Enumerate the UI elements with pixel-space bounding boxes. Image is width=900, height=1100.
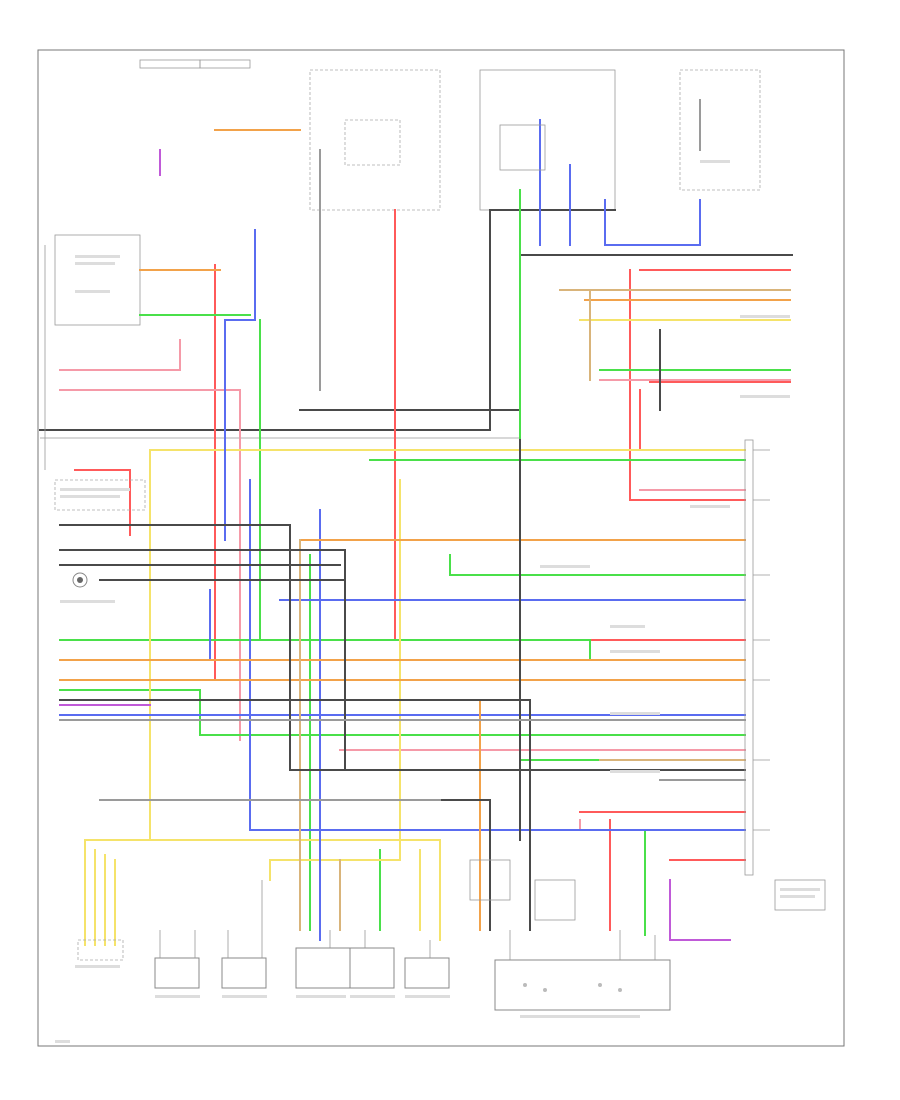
ecm-connector: [744, 439, 826, 911]
label-mark: [740, 395, 790, 398]
diagnostic-connector-box: [54, 234, 141, 326]
top-black-bus: [299, 254, 793, 411]
top-stub-blue-3: [604, 199, 701, 246]
wire-pink-1: [59, 339, 181, 371]
label-mark: [60, 495, 120, 498]
label-mark: [75, 965, 120, 968]
ignition-switch-box: [344, 119, 401, 166]
label-mark: [75, 290, 110, 293]
label-mark: [690, 505, 730, 508]
wire-violet-1: [669, 879, 731, 941]
wire-green-6: [59, 689, 746, 736]
label-mark: [610, 650, 660, 653]
park-neutral-switch-component: [494, 959, 671, 1011]
label-mark: [75, 262, 115, 265]
label-mark: [405, 995, 450, 998]
label-mark: [75, 255, 120, 258]
throttle-position-sensor-component: [404, 957, 450, 989]
vehicle-speed-sensor-box: [54, 479, 146, 511]
fuel-pump-relay-box: [534, 879, 576, 921]
label-mark: [350, 995, 395, 998]
mass-air-flow-sensor-component: [295, 947, 351, 989]
label-mark: [222, 995, 267, 998]
switch-contact: [598, 983, 602, 987]
wire-black-2: [59, 549, 346, 771]
knock-sensor-center: [77, 577, 83, 583]
label-marks: [55, 160, 820, 1043]
fuel-pump-area-box: [679, 69, 761, 191]
wire-red-5: [74, 469, 131, 536]
wire-black-5: [59, 699, 531, 931]
crankshaft-sensor-component: [221, 957, 267, 989]
wires: [59, 189, 791, 946]
label-mark: [740, 315, 790, 318]
left-components: [44, 245, 146, 588]
diagram-border: [37, 49, 845, 1047]
wire-pink-2: [59, 389, 241, 741]
wire-black-6: [339, 799, 491, 931]
injector-group: [77, 939, 124, 961]
top-fuse-relay-area: [39, 59, 793, 439]
hot-in-run-fuse-box: [199, 59, 251, 69]
wire-red-2: [214, 264, 746, 681]
oxygen-sensor-component: [154, 957, 200, 989]
wire-black-1: [59, 524, 746, 771]
label-mark: [296, 995, 346, 998]
label-mark: [610, 770, 660, 773]
bottom-components: [77, 859, 671, 1011]
wire-yellow-8: [269, 479, 401, 881]
switch-contact: [543, 988, 547, 992]
label-mark: [780, 888, 820, 891]
label-mark: [700, 160, 730, 163]
label-mark: [155, 995, 200, 998]
label-mark: [60, 488, 130, 491]
label-mark: [780, 895, 815, 898]
label-mark: [55, 1040, 70, 1043]
hot-at-all-times-fuse-box: [139, 59, 201, 69]
camshaft-sensor-component: [349, 947, 395, 989]
switch-contact: [523, 983, 527, 987]
ecm-label-box: [774, 879, 826, 911]
efi-relay-box: [309, 69, 441, 211]
wire-red-3: [629, 269, 746, 501]
wire-green-3: [449, 554, 746, 576]
wire-green-7: [519, 189, 746, 761]
wire-blue-1: [224, 229, 256, 541]
relay-coil-box: [499, 124, 546, 171]
switch-contact: [618, 988, 622, 992]
wire-red-4: [639, 389, 746, 451]
label-mark: [610, 625, 645, 628]
label-mark: [520, 1015, 640, 1018]
label-mark: [540, 565, 590, 568]
label-mark: [610, 712, 660, 715]
label-mark: [60, 600, 115, 603]
wire-blue-4: [249, 479, 746, 831]
ecm-connector-strip: [744, 439, 754, 876]
wire-yellow-3: [84, 839, 441, 941]
top-black-bus-2: [39, 209, 616, 431]
idle-air-control-box: [469, 859, 511, 901]
